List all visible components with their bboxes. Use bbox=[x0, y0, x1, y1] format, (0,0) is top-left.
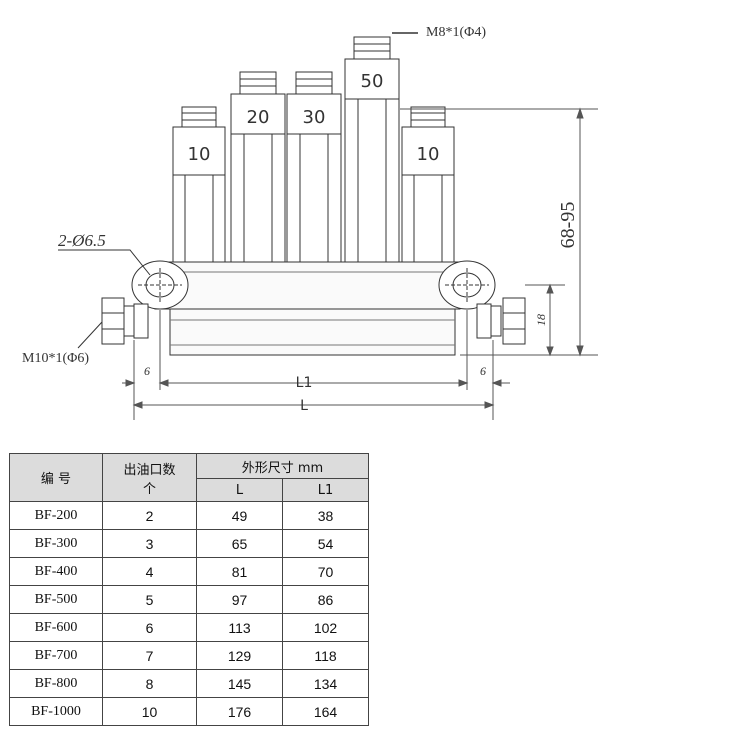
outlet-2 bbox=[230, 71, 286, 263]
L-cell: 81 bbox=[196, 557, 283, 586]
outlets-cell: 2 bbox=[102, 501, 197, 530]
model-cell: BF-1000 bbox=[9, 697, 103, 726]
outlet-4 bbox=[344, 36, 400, 263]
outlet-5-label: 10 bbox=[417, 144, 440, 165]
manifold-body bbox=[154, 261, 461, 356]
model-cell: BF-700 bbox=[9, 641, 103, 670]
L1-cell: 70 bbox=[282, 557, 369, 586]
L1-cell: 54 bbox=[282, 529, 369, 558]
l1-label: L1 bbox=[296, 375, 313, 391]
L-cell: 113 bbox=[196, 613, 283, 642]
outlets-cell: 7 bbox=[102, 641, 197, 670]
header-outlets: 出油口数 个 bbox=[102, 453, 197, 502]
model-cell: BF-600 bbox=[9, 613, 103, 642]
header-L1: L1 bbox=[282, 478, 369, 502]
outlet-1-label: 10 bbox=[188, 144, 211, 165]
outlets-cell: 4 bbox=[102, 557, 197, 586]
side-thread-leader bbox=[77, 321, 103, 349]
L1-cell: 164 bbox=[282, 697, 369, 726]
outlets-cell: 5 bbox=[102, 585, 197, 614]
base-height-label: 18 bbox=[534, 314, 548, 326]
mount-hole-leader bbox=[58, 249, 151, 276]
header-dimensions: 外形尺寸 mm bbox=[196, 453, 369, 479]
outlet-3-label: 30 bbox=[303, 107, 326, 128]
L1-cell: 86 bbox=[282, 585, 369, 614]
right-side-plug bbox=[476, 297, 526, 345]
height-dimension bbox=[400, 107, 598, 357]
table-row: BF-600 6 113 102 bbox=[9, 613, 369, 642]
distributor-technical-drawing: 10 20 30 50 10 M8*1(Φ4) 2-Ø6.5 M10*1(Φ6)… bbox=[22, 25, 598, 420]
header-L: L bbox=[196, 478, 283, 502]
right-offset-label: 6 bbox=[480, 364, 486, 378]
height-label: 68-95 bbox=[557, 202, 579, 249]
outlet-5 bbox=[401, 106, 455, 263]
table-row: BF-200 2 49 38 bbox=[9, 501, 369, 530]
L-cell: 49 bbox=[196, 501, 283, 530]
L1-cell: 134 bbox=[282, 669, 369, 698]
spec-table: 编 号 出油口数 个 外形尺寸 mm L L1 BF-200 2 49 38 B… bbox=[9, 453, 369, 726]
l-label: L bbox=[300, 398, 308, 414]
L1-cell: 38 bbox=[282, 501, 369, 530]
mount-hole-label: 2-Ø6.5 bbox=[58, 231, 106, 250]
L-cell: 97 bbox=[196, 585, 283, 614]
outlets-cell: 10 bbox=[102, 697, 197, 726]
right-mounting-ear bbox=[438, 260, 496, 310]
side-thread-label: M10*1(Φ6) bbox=[22, 351, 89, 366]
model-cell: BF-200 bbox=[9, 501, 103, 530]
table-row: BF-700 7 129 118 bbox=[9, 641, 369, 670]
header-outlets-line1: 出油口数 bbox=[123, 462, 176, 478]
outlet-4-label: 50 bbox=[361, 71, 384, 92]
outlets-cell: 6 bbox=[102, 613, 197, 642]
L1-cell: 102 bbox=[282, 613, 369, 642]
base-height-dimension bbox=[525, 283, 565, 357]
outlets-cell: 8 bbox=[102, 669, 197, 698]
header-model: 编 号 bbox=[9, 453, 103, 502]
L-cell: 176 bbox=[196, 697, 283, 726]
model-cell: BF-300 bbox=[9, 529, 103, 558]
table-row: BF-400 4 81 70 bbox=[9, 557, 369, 586]
model-cell: BF-500 bbox=[9, 585, 103, 614]
model-cell: BF-800 bbox=[9, 669, 103, 698]
L1-cell: 118 bbox=[282, 641, 369, 670]
left-offset-label: 6 bbox=[144, 364, 150, 378]
header-outlets-line2: 个 bbox=[142, 481, 156, 497]
outlet-2-label: 20 bbox=[247, 107, 270, 128]
outlet-3 bbox=[286, 71, 342, 263]
table-row: BF-1000 10 176 164 bbox=[9, 697, 369, 726]
table-row: BF-500 5 97 86 bbox=[9, 585, 369, 614]
outlets-cell: 3 bbox=[102, 529, 197, 558]
L-cell: 65 bbox=[196, 529, 283, 558]
top-thread-label: M8*1(Φ4) bbox=[426, 25, 486, 40]
table-row: BF-800 8 145 134 bbox=[9, 669, 369, 698]
model-cell: BF-400 bbox=[9, 557, 103, 586]
outlet-1 bbox=[172, 106, 226, 263]
width-dimensions bbox=[122, 310, 510, 420]
L-cell: 129 bbox=[196, 641, 283, 670]
table-row: BF-300 3 65 54 bbox=[9, 529, 369, 558]
left-side-plug bbox=[101, 297, 149, 345]
left-mounting-ear bbox=[131, 260, 189, 310]
L-cell: 145 bbox=[196, 669, 283, 698]
